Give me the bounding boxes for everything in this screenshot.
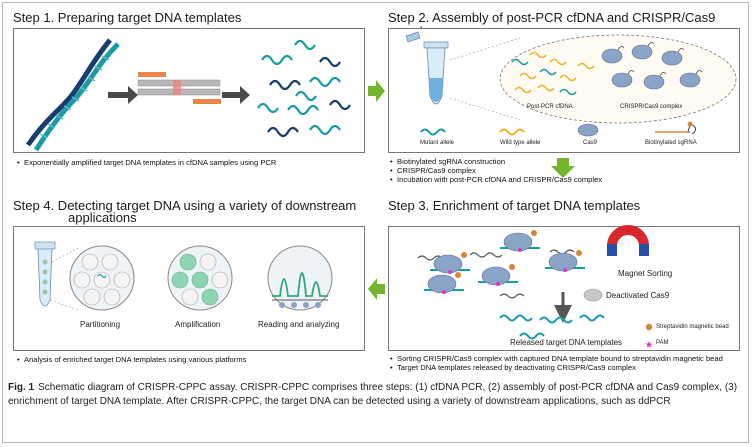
bullet-item: CRISPR/Cas9 complex	[390, 166, 740, 175]
label-magnet-sorting: Magnet Sorting	[618, 269, 673, 278]
partition-droplets	[73, 253, 131, 306]
arrow-green-1to2	[368, 80, 385, 102]
label-pam: PAM	[656, 340, 669, 346]
caption-text: Schematic diagram of CRISPR-CPPC assay. …	[8, 382, 738, 407]
label-cas9: Cas9	[583, 140, 598, 146]
bead-icon	[645, 323, 653, 331]
label-wildtype-allele: Wild type allele	[500, 140, 541, 146]
bullet-item: Exponentially amplified target DNA templ…	[17, 158, 362, 167]
label-released-dna: Released target DNA templates	[510, 338, 623, 347]
arrow-1b	[222, 86, 250, 104]
bullet-item: Sorting CRISPR/Cas9 complex with capture…	[390, 354, 740, 363]
pcr-strands-icon	[137, 72, 221, 104]
label-amplification: Amplification	[175, 320, 221, 329]
arrow-1a	[108, 86, 138, 104]
captured-complexes	[417, 230, 585, 299]
dna-helix-icon	[25, 38, 120, 152]
arrow-green-3to4	[368, 278, 385, 300]
deactivated-cas9-icon	[583, 288, 603, 302]
label-mutant-allele: Mutant allele	[420, 140, 455, 146]
label-reading-analyzing: Reading and analyzing	[258, 320, 340, 329]
tube-icon	[405, 31, 449, 105]
step2-bullets: Biotinylated sgRNA construction CRISPR/C…	[390, 157, 740, 184]
pam-icon	[645, 341, 653, 348]
released-dna-icon	[499, 314, 605, 340]
bullet-item: Analysis of enriched target DNA template…	[17, 355, 362, 364]
legend-cas9-icon	[577, 123, 599, 137]
legend-wildtype-icon	[499, 128, 525, 136]
figure-frame	[2, 2, 749, 443]
step1-title: Step 1. Preparing target DNA templates	[13, 10, 242, 25]
step4-bullets: Analysis of enriched target DNA template…	[17, 355, 362, 364]
caption-label: Fig. 1	[8, 382, 35, 393]
bullet-item: Incubation with post-PCR cfDNA and CRISP…	[390, 175, 740, 184]
label-postpcr-cfdna: Post-PCR cfDNA	[527, 104, 573, 110]
step4-title-line2: applications	[68, 210, 137, 225]
amplified-dna-icon	[257, 39, 351, 138]
cas9-complex-cluster	[601, 42, 703, 90]
label-biotinylated-sgrna: Biotinylated sgRNA	[645, 140, 697, 146]
sgrna-icon	[655, 121, 697, 135]
label-streptavidin-bead: Streptavidin magnetic bead	[656, 324, 729, 330]
legend-mutant-icon	[420, 128, 446, 136]
chromatogram-icon	[267, 245, 333, 311]
step3-title: Step 3. Enrichment of target DNA templat…	[388, 198, 641, 213]
label-crispr-complex: CRISPR/Cas9 complex	[620, 104, 683, 110]
label-partitioning: Partitioning	[80, 320, 121, 329]
label-deactivated-cas9: Deactivated Cas9	[606, 291, 670, 300]
magnet-icon	[607, 225, 649, 256]
bullet-item: Target DNA templates released by deactiv…	[390, 363, 740, 372]
step4-title-line1: Step 4. Detecting target DNA using a var…	[13, 198, 357, 213]
step3-bullets: Sorting CRISPR/Cas9 complex with capture…	[390, 354, 740, 372]
postpcr-cfdna-cluster	[511, 51, 595, 96]
bullet-item: Biotinylated sgRNA construction	[390, 157, 740, 166]
step1-bullets: Exponentially amplified target DNA templ…	[17, 158, 362, 167]
amplification-icon	[167, 245, 233, 311]
